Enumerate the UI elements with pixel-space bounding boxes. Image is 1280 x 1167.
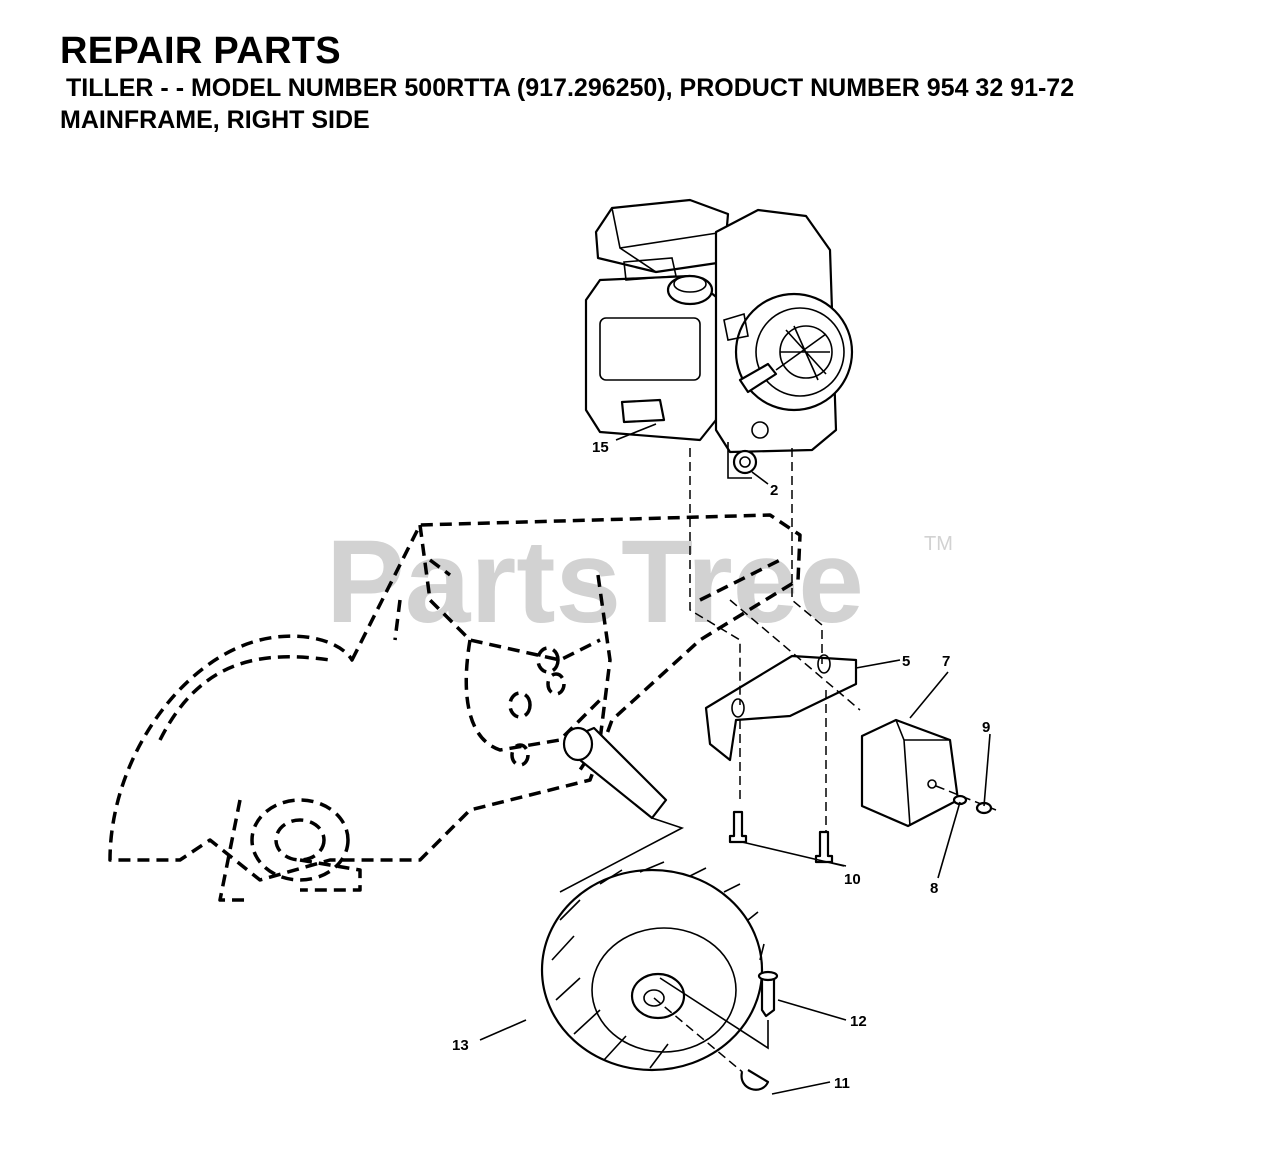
callout-15: 15: [592, 439, 609, 456]
callout-9: 9: [982, 719, 990, 736]
callout-10: 10: [844, 871, 861, 888]
bolt-icon[interactable]: [728, 810, 847, 867]
callout-5: 5: [902, 653, 910, 670]
tine-shield-frame-icon[interactable]: [108, 513, 802, 902]
hairpin-clip-icon[interactable]: [653, 997, 831, 1095]
section-title: MAINFRAME, RIGHT SIDE: [60, 106, 370, 134]
model-subtitle: TILLER - - MODEL NUMBER 500RTTA (917.296…: [66, 74, 1075, 102]
watermark-text: PartsTree: [326, 516, 864, 648]
weight-block-icon[interactable]: [860, 671, 960, 828]
wheel-icon[interactable]: [479, 861, 765, 1072]
callout-12: 12: [850, 1013, 867, 1030]
callout-11: 11: [834, 1075, 850, 1092]
callout-7: 7: [942, 653, 950, 670]
engine-icon[interactable]: [584, 198, 854, 454]
page-title: REPAIR PARTS: [60, 30, 341, 72]
watermark-tm: TM: [924, 533, 953, 555]
bracket-icon[interactable]: [704, 654, 901, 762]
callout-8: 8: [930, 880, 938, 897]
callout-2: 2: [770, 482, 778, 499]
clevis-pin-icon[interactable]: [659, 970, 847, 1050]
axle-icon[interactable]: [559, 726, 685, 893]
callout-13: 13: [452, 1037, 469, 1054]
nut-icon[interactable]: [727, 442, 758, 479]
